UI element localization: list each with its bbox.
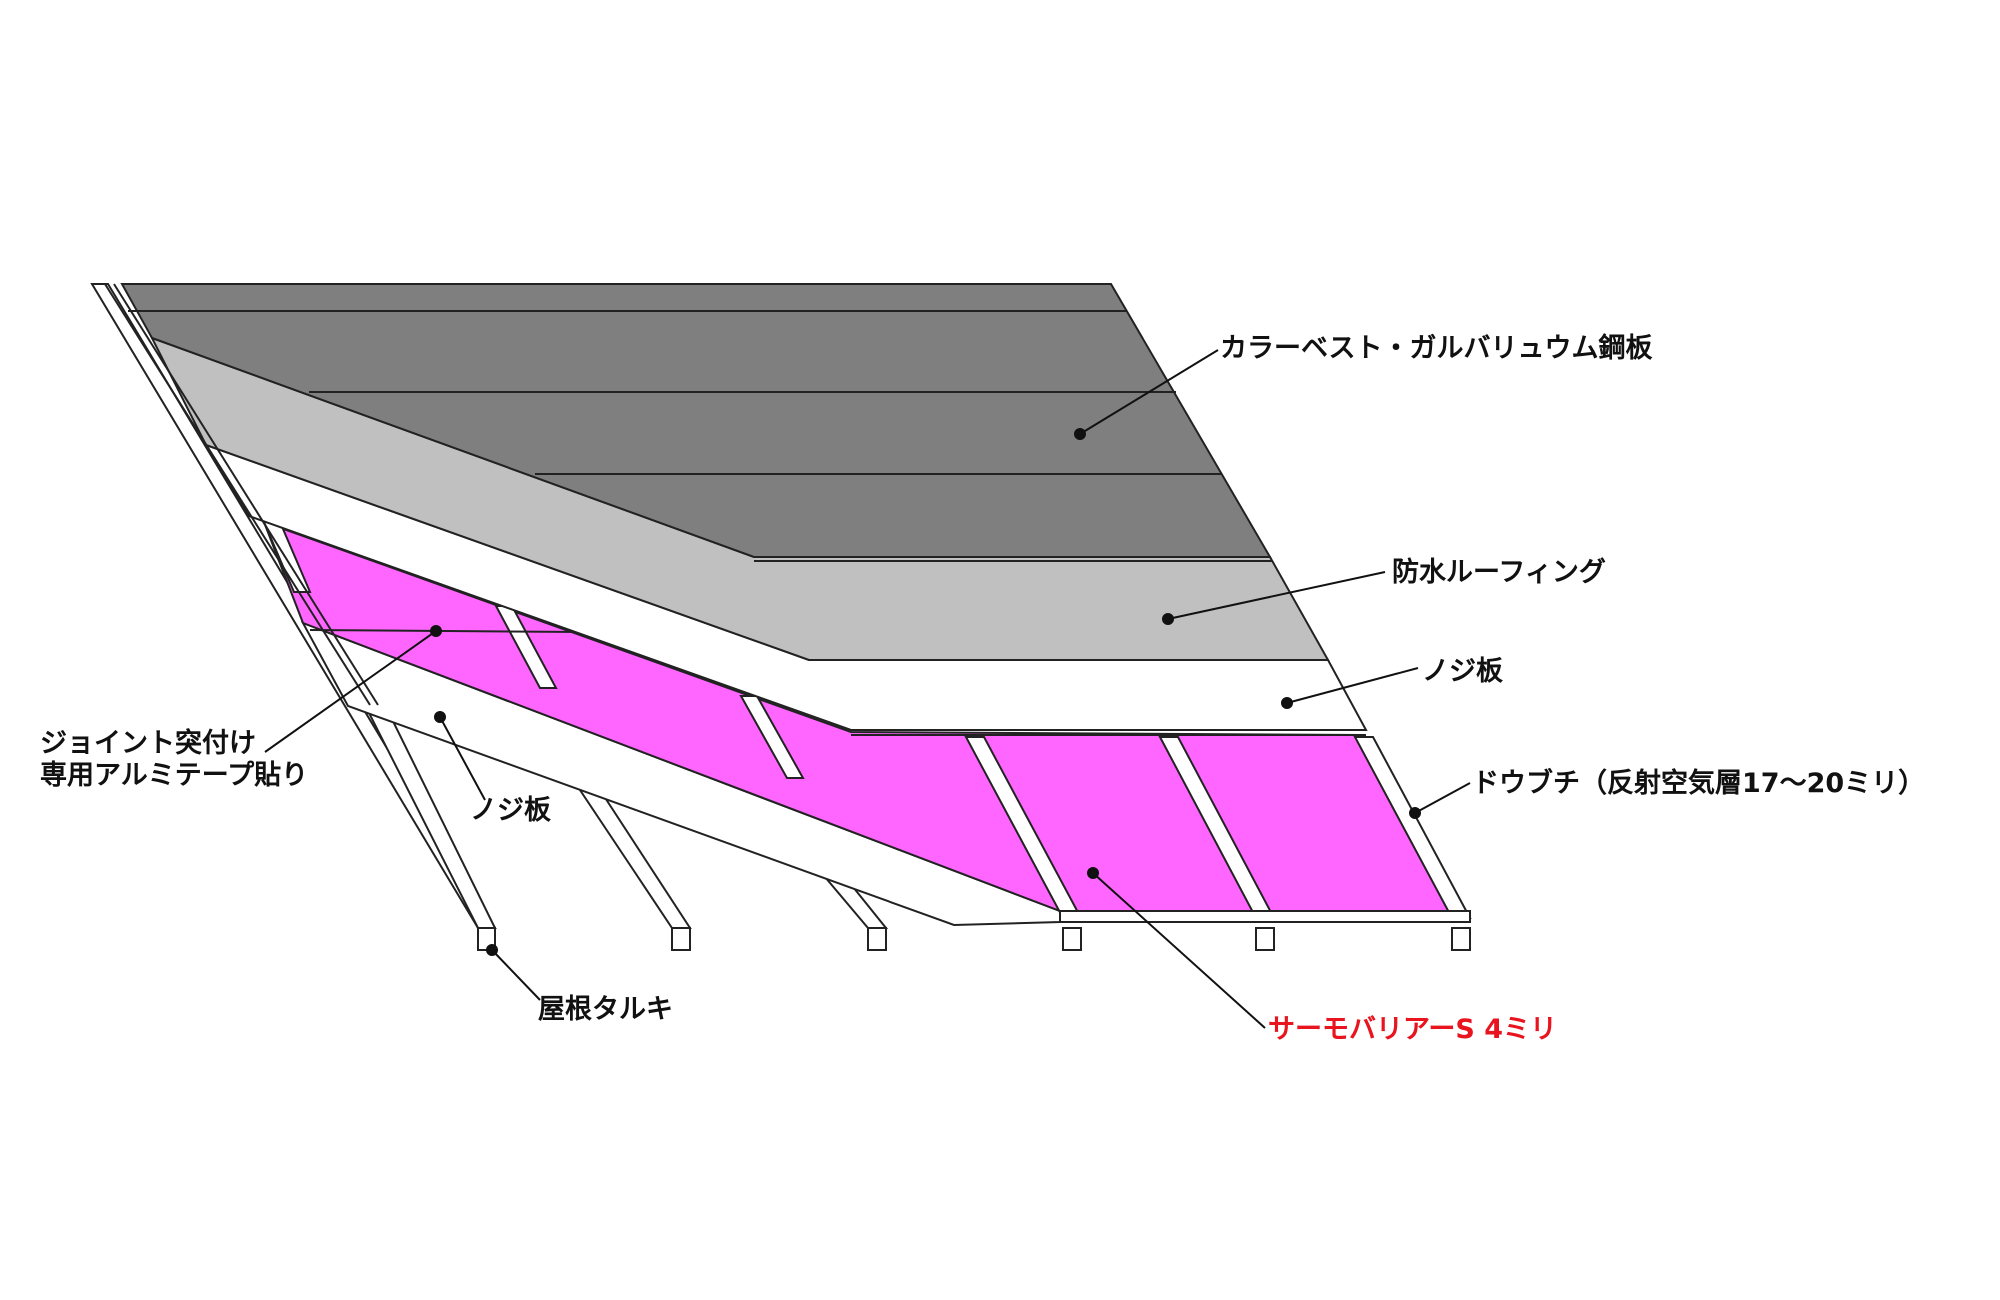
label-upper-sheathing: ノジ板 — [1422, 656, 1503, 687]
leader-lines — [264, 349, 1471, 1029]
label-rafter: 屋根タルキ — [538, 994, 673, 1025]
joint-tape-line — [309, 629, 581, 633]
label-roof-finish: カラーベスト・ガルバリュウム鋼板 — [1220, 333, 1653, 364]
label-roofing: 防水ルーフィング — [1392, 557, 1606, 588]
label-furring: ドウブチ（反射空気層17～20ミリ） — [1472, 768, 1926, 799]
label-joint-tape-line2: 専用アルミテープ貼り — [40, 760, 309, 791]
label-lower-sheathing: ノジ板 — [470, 795, 551, 826]
roof-finish-layer — [120, 283, 1272, 558]
label-joint-tape-line1: ジョイント突付け — [40, 728, 256, 759]
label-product: サーモバリアーS 4ミリ — [1268, 1014, 1558, 1045]
